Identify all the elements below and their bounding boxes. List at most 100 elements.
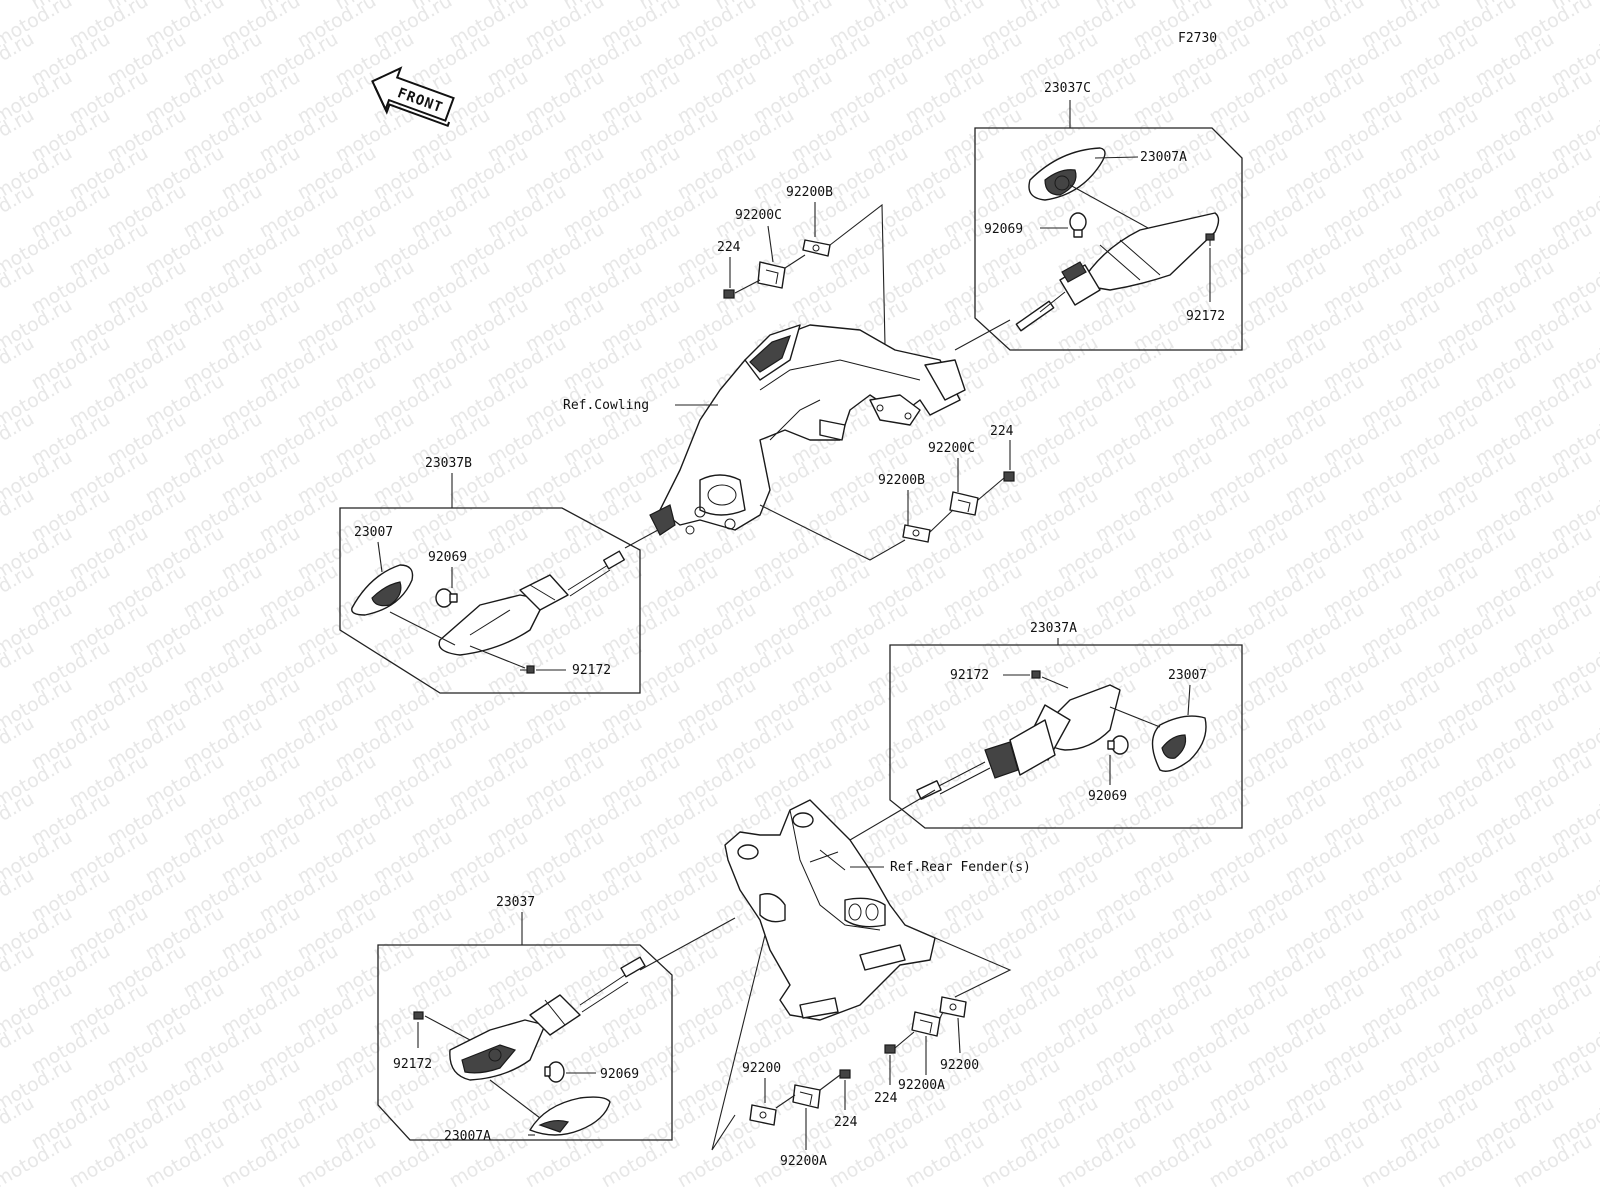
screw-icon — [1031, 670, 1041, 679]
bolt-224-icon — [1003, 471, 1015, 482]
bulb-icon — [1107, 735, 1129, 755]
leader-line — [711, 934, 766, 1151]
label-92172-left: 92172 — [572, 663, 611, 678]
label-92069-top: 92069 — [984, 222, 1023, 237]
group-box-23037 — [377, 944, 673, 1141]
bolt-224-icon — [723, 289, 735, 299]
label-23007-left: 23007 — [354, 525, 393, 540]
diagram-code: F2730 — [1178, 31, 1217, 46]
leader-line — [829, 203, 886, 346]
label-224-mid: 224 — [990, 424, 1014, 439]
leader-line — [939, 1011, 944, 1019]
leader-line — [904, 924, 1012, 998]
leader-line — [377, 541, 383, 573]
bracket-92200-icon — [939, 996, 967, 1018]
label-224-br: 224 — [874, 1091, 898, 1106]
lens-part-icon — [529, 1096, 611, 1136]
bracket-92200A-icon — [792, 1084, 821, 1109]
leader-line — [784, 254, 806, 269]
leader-line — [624, 529, 659, 549]
leader-line — [929, 509, 954, 533]
leader-line — [424, 1015, 471, 1041]
label-23007-right: 23007 — [1168, 668, 1207, 683]
label-224-bl: 224 — [834, 1115, 858, 1130]
turn-signal-body-icon — [1015, 212, 1220, 332]
leader-line — [1069, 184, 1149, 229]
group-box-23037B — [339, 507, 641, 694]
lens-part-icon — [1028, 147, 1106, 201]
label-ref-cowling: Ref.Cowling — [563, 398, 649, 413]
label-23007A-bottom: 23007A — [444, 1129, 491, 1144]
label-92200C-top: 92200C — [735, 208, 782, 223]
label-224-top: 224 — [717, 240, 741, 255]
leader-line — [469, 645, 526, 669]
turn-signal-body-icon — [916, 684, 1121, 800]
turn-signal-body-icon — [449, 956, 646, 1081]
leader-line — [849, 789, 936, 841]
assembly-23037: 23037 92172 92069 2300 — [377, 895, 736, 1144]
bolt-224-icon — [839, 1069, 851, 1079]
cowling-bracket-icon — [649, 324, 966, 536]
middle-bracket-group: 224 92200C 92200B — [759, 424, 1015, 561]
leader-line — [1094, 156, 1139, 159]
label-23037B: 23037B — [425, 456, 472, 471]
label-92200-br: 92200 — [940, 1058, 979, 1073]
bracket-92200B-icon — [802, 239, 831, 257]
bracket-92200C-icon — [757, 261, 786, 289]
leader-line — [775, 1094, 796, 1109]
leader-line — [894, 1031, 915, 1049]
screw-icon — [520, 665, 535, 674]
bracket-92200A-icon — [911, 1011, 941, 1037]
leader-line — [1187, 684, 1191, 716]
leader-line — [489, 1079, 541, 1119]
label-92200B-top: 92200B — [786, 185, 833, 200]
label-23037A: 23037A — [1030, 621, 1077, 636]
leader-line — [819, 1074, 841, 1091]
bulb-icon — [435, 588, 458, 608]
bolt-224-icon — [884, 1044, 896, 1054]
bulb-icon — [1069, 212, 1087, 238]
lens-part-icon — [1151, 715, 1207, 772]
group-box-23037A — [889, 644, 1243, 829]
label-92069-left: 92069 — [428, 550, 467, 565]
leader-line — [767, 225, 774, 263]
label-92200B-mid: 92200B — [878, 473, 925, 488]
label-92200-bl: 92200 — [742, 1061, 781, 1076]
rear-fender-bracket-icon — [724, 799, 936, 1021]
assembly-23037B: 23037B 23007 92069 92172 — [339, 456, 659, 694]
label-92172-right: 92172 — [950, 668, 989, 683]
assembly-23037A: 23037A 92172 23007 92069 — [849, 621, 1243, 841]
label-92069-bottom: 92069 — [600, 1067, 639, 1082]
bracket-92200-icon — [749, 1104, 777, 1126]
leader-line — [957, 1017, 961, 1054]
label-92172-bottom: 92172 — [393, 1057, 432, 1072]
label-92172-top: 92172 — [1186, 309, 1225, 324]
lens-part-icon — [351, 564, 414, 616]
assembly-23037C: 23037C 23007A 92069 — [974, 81, 1243, 351]
bottom-bracket-group: 92200 92200A 224 224 92200A — [711, 924, 1012, 1169]
turn-signal-body-icon — [438, 550, 625, 656]
bracket-92200C-icon — [949, 491, 979, 516]
label-23007A-top: 23007A — [1140, 150, 1187, 165]
leader-line — [977, 477, 1005, 501]
label-ref-rear-fender: Ref.Rear Fender(s) — [890, 860, 1031, 875]
leader-line — [759, 504, 906, 561]
leader-line — [954, 319, 1011, 351]
label-92200C-mid: 92200C — [928, 441, 975, 456]
bulb-icon — [544, 1061, 565, 1083]
leader-line — [1041, 676, 1069, 689]
screw-icon — [1205, 233, 1215, 246]
group-box-23037C — [974, 127, 1243, 351]
label-23037C: 23037C — [1044, 81, 1091, 96]
screw-icon — [413, 1011, 424, 1020]
label-92069-right: 92069 — [1088, 789, 1127, 804]
label-92200A-br: 92200A — [898, 1078, 945, 1093]
leader-line — [1109, 706, 1161, 728]
leader-line — [639, 917, 736, 971]
bracket-92200B-icon — [902, 524, 931, 543]
leader-line — [389, 611, 456, 646]
top-bracket-group: 92200B 92200C 224 — [717, 185, 886, 346]
label-23037: 23037 — [496, 895, 535, 910]
leader-line — [734, 279, 761, 294]
